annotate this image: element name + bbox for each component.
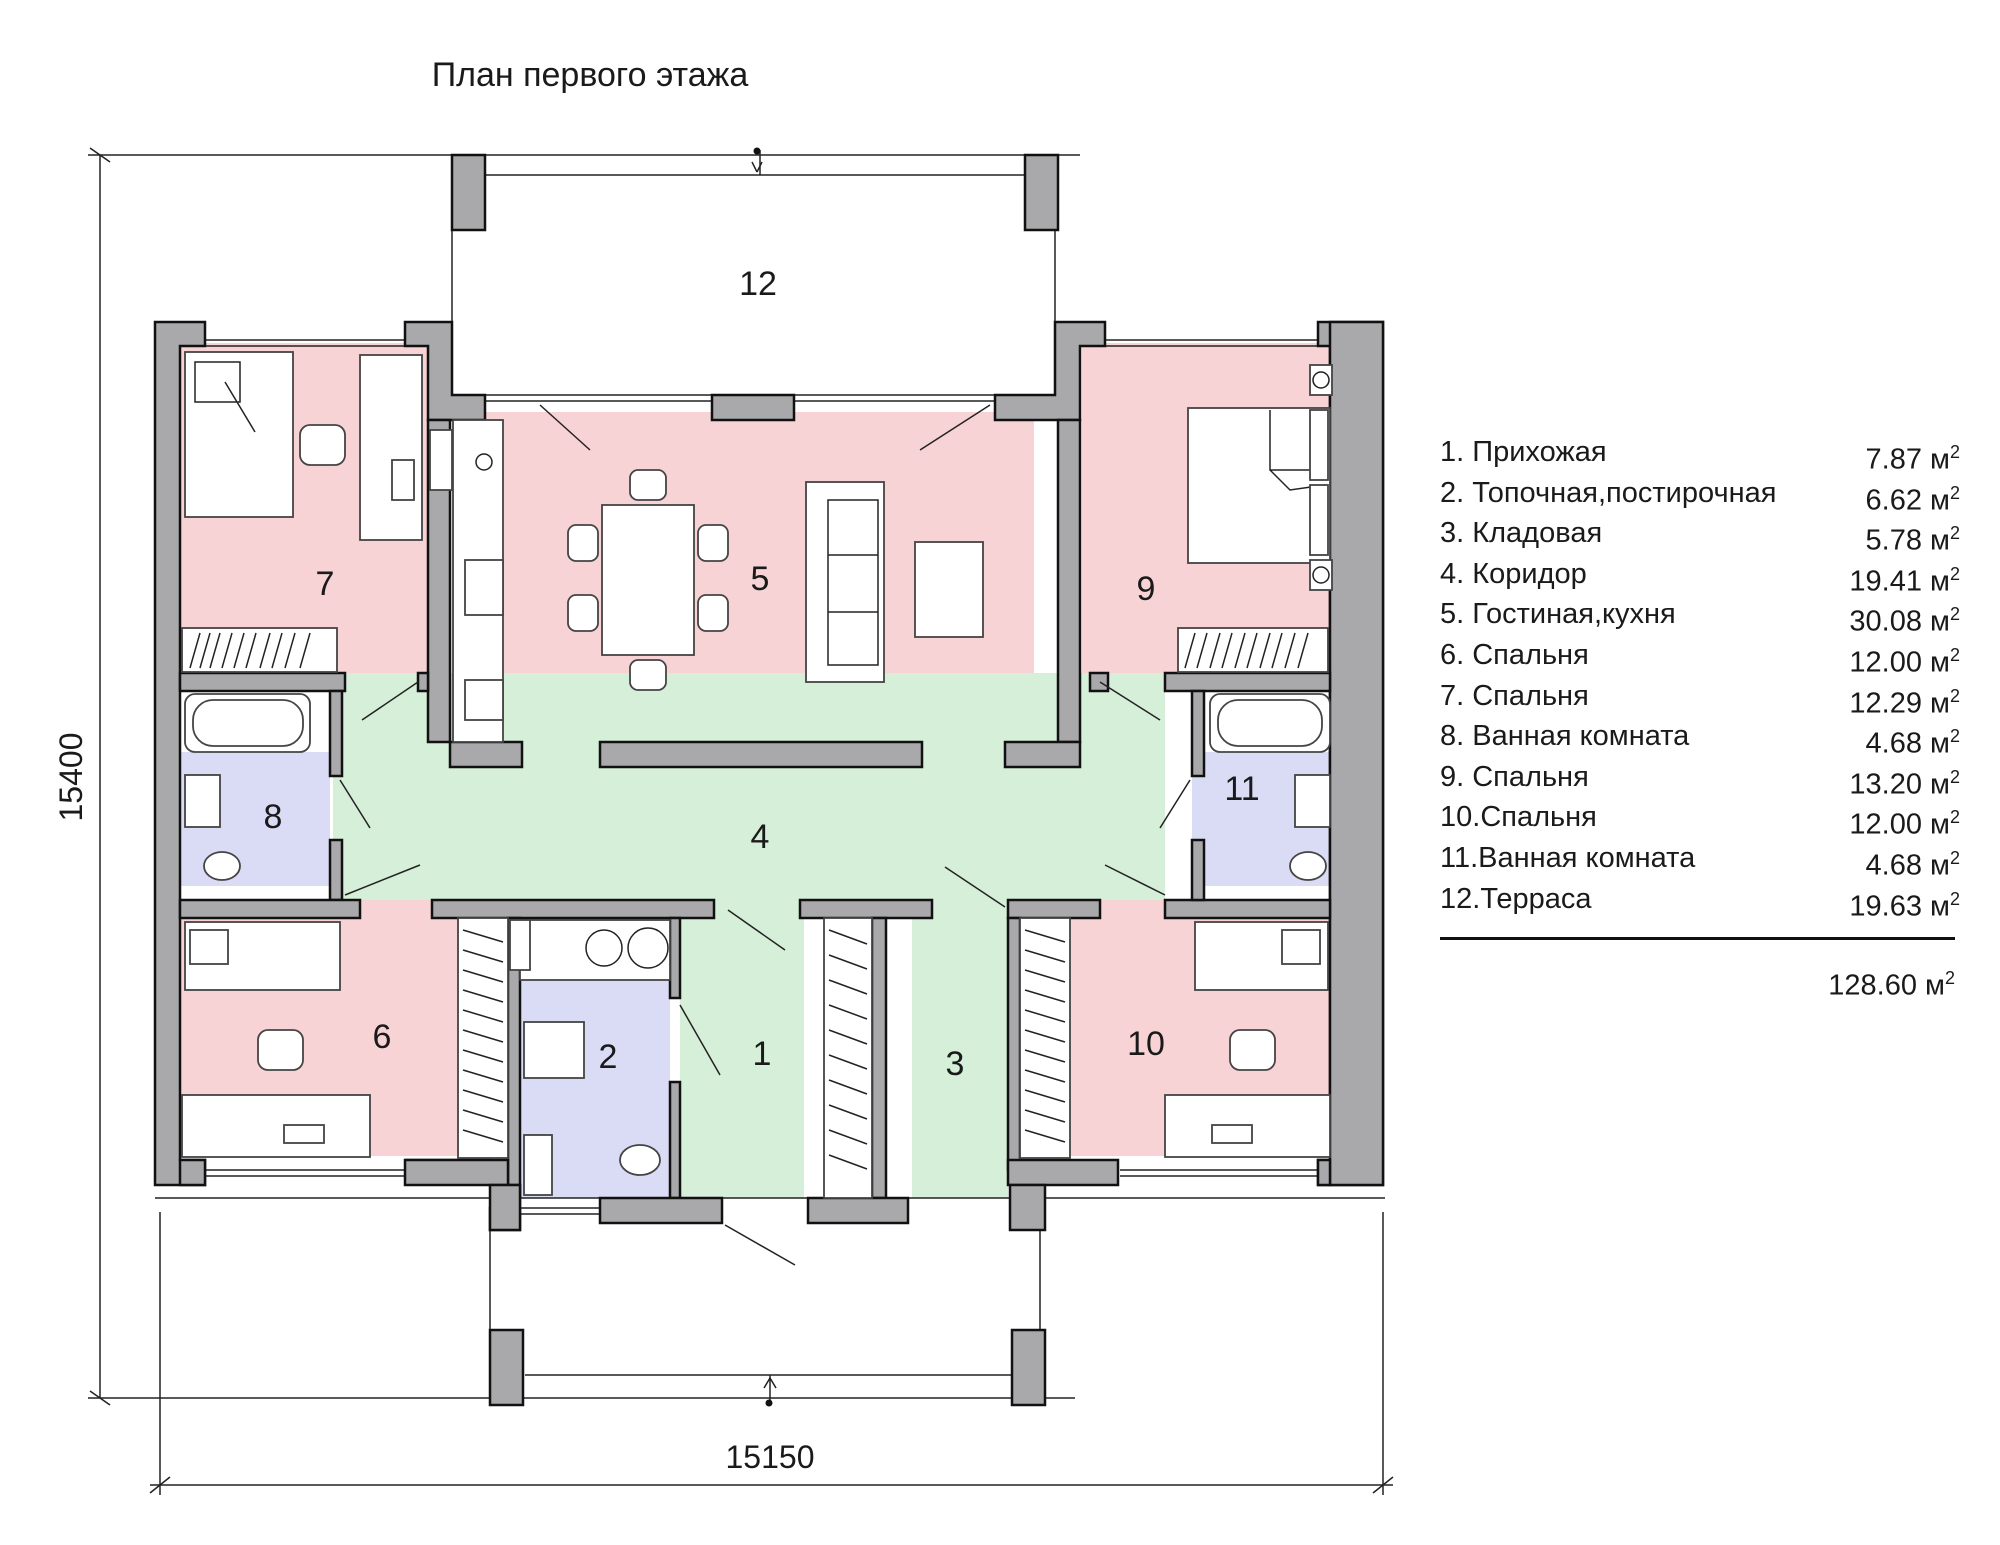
legend-room-name: 4. Коридор bbox=[1440, 557, 1587, 590]
room-label-3: 3 bbox=[946, 1045, 965, 1083]
wardrobe-3 bbox=[823, 917, 873, 1199]
legend-room-area: 30.08 м2 bbox=[1849, 604, 1960, 639]
room-label-6: 6 bbox=[373, 1018, 392, 1056]
legend-room-area: 12.00 м2 bbox=[1849, 807, 1960, 841]
legend-total-area: 128.60 м2 bbox=[1828, 968, 1955, 1002]
area-legend: 1. Прихожая 7.87 м2 2. Топочная,постирочн… bbox=[1440, 432, 1960, 1006]
legend-row: 7. Спальня 12.29 м2 bbox=[1440, 676, 1960, 720]
room-label-10: 10 bbox=[1127, 1025, 1165, 1063]
windows bbox=[180, 339, 1320, 1215]
legend-row: 2. Топочная,постирочная 6.62 м2 bbox=[1440, 473, 1960, 517]
room-label-9: 9 bbox=[1137, 570, 1156, 608]
wardrobe-10 bbox=[1019, 917, 1071, 1159]
legend-row: 5. Гостиная,кухня 30.08 м2 bbox=[1440, 594, 1960, 639]
legend-room-name: 9. Спальня bbox=[1440, 760, 1589, 793]
legend-room-area: 5.78 м2 bbox=[1865, 523, 1960, 557]
room-label-1: 1 bbox=[753, 1035, 772, 1073]
wardrobe-7 bbox=[181, 627, 338, 673]
room-label-7: 7 bbox=[316, 565, 335, 603]
legend-row: 9. Спальня 13.20 м2 bbox=[1440, 757, 1960, 801]
doors bbox=[339, 404, 1191, 1266]
legend-row: 8. Ванная комната 4.68 м2 bbox=[1440, 716, 1960, 760]
legend-row: 11.Ванная комната 4.68 м2 bbox=[1440, 838, 1960, 882]
room-labels: 12 7 5 9 8 4 11 6 2 1 3 10 bbox=[264, 265, 1260, 1083]
legend-room-name: 12.Терраса bbox=[1440, 882, 1592, 915]
legend-room-area: 7.87 м2 bbox=[1865, 442, 1960, 476]
room-label-4: 4 bbox=[751, 818, 770, 856]
legend-row: 6. Спальня 12.00 м2 bbox=[1440, 635, 1960, 679]
legend-room-name: 6. Спальня bbox=[1440, 638, 1589, 671]
room-label-2: 2 bbox=[599, 1038, 618, 1076]
legend-room-area: 13.20 м2 bbox=[1849, 766, 1960, 801]
legend-room-area: 12.29 м2 bbox=[1849, 685, 1960, 720]
legend-room-area: 4.68 м2 bbox=[1865, 847, 1960, 882]
legend-room-area: 19.63 м2 bbox=[1849, 888, 1960, 923]
room-label-5: 5 bbox=[751, 560, 770, 598]
terrace-posts bbox=[450, 153, 1060, 1407]
legend-room-name: 7. Спальня bbox=[1440, 679, 1589, 712]
wardrobe-6 bbox=[457, 917, 509, 1159]
room-3-fill bbox=[912, 900, 1008, 1198]
legend-room-name: 2. Топочная,постирочная bbox=[1440, 476, 1777, 509]
legend-divider bbox=[1440, 937, 1955, 941]
legend-room-name: 8. Ванная комната bbox=[1440, 720, 1690, 753]
legend-room-name: 1. Прихожая bbox=[1440, 436, 1607, 468]
legend-room-name: 10.Спальня bbox=[1440, 801, 1597, 834]
legend-room-area: 4.68 м2 bbox=[1865, 726, 1960, 760]
width-dimension: 15150 bbox=[726, 1439, 815, 1475]
legend-room-name: 11.Ванная комната bbox=[1440, 841, 1696, 874]
dimension-lines bbox=[88, 147, 1394, 1495]
height-dimension: 15400 bbox=[53, 733, 89, 822]
walls bbox=[153, 320, 1385, 1232]
legend-room-area: 19.41 м2 bbox=[1849, 563, 1960, 598]
legend-row: 4. Коридор 19.41 м2 bbox=[1440, 554, 1960, 598]
legend-row: 1. Прихожая 7.87 м2 bbox=[1440, 432, 1960, 476]
plan-title: План первого этажа bbox=[432, 56, 749, 94]
furniture bbox=[181, 351, 1333, 1199]
legend-room-name: 5. Гостиная,кухня bbox=[1440, 598, 1676, 631]
legend-room-area: 6.62 м2 bbox=[1865, 482, 1960, 517]
room-1-fill bbox=[680, 900, 804, 1198]
legend-room-area: 12.00 м2 bbox=[1849, 644, 1960, 679]
legend-row: 12.Терраса 19.63 м2 bbox=[1440, 879, 1960, 923]
legend-room-name: 3. Кладовая bbox=[1440, 517, 1603, 550]
room-label-12: 12 bbox=[739, 265, 777, 303]
legend-row: 10.Спальня 12.00 м2 bbox=[1440, 797, 1960, 841]
room-label-8: 8 bbox=[264, 798, 283, 836]
room-label-11: 11 bbox=[1224, 770, 1259, 808]
legend-row: 3. Кладовая 5.78 м2 bbox=[1440, 513, 1960, 557]
wardrobe-9 bbox=[1177, 627, 1329, 673]
